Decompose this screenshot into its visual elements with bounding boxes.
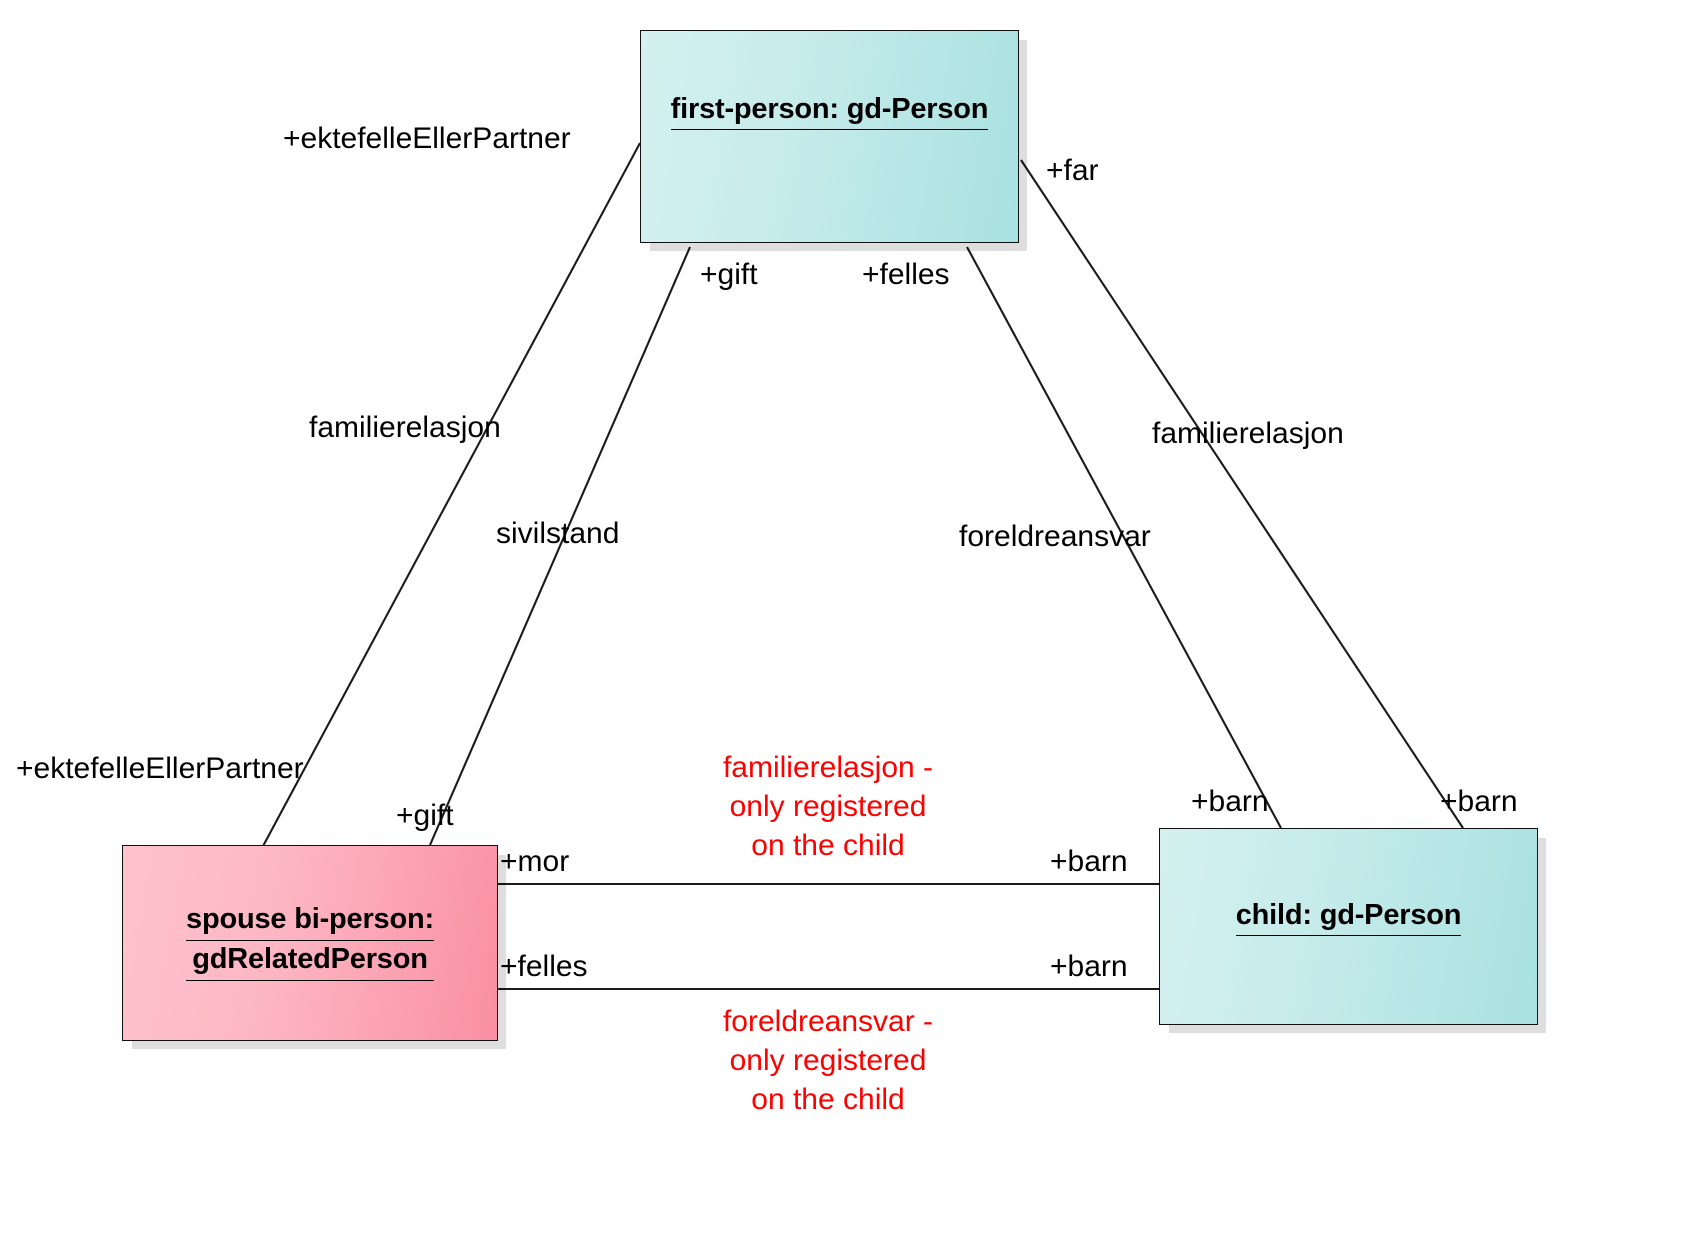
label-felles-top: +felles — [862, 258, 950, 291]
label-foreldreansvar-right: foreldreansvar — [959, 520, 1151, 553]
object-box-first-person-title: first-person: gd-Person — [661, 91, 999, 131]
edge-firstperson-spouse-ektefelle — [261, 142, 641, 849]
label-gift-bottom: +gift — [396, 799, 454, 832]
label-felles-bottom: +felles — [500, 950, 588, 983]
object-box-spouse-bi-person-title: spouse bi-person: gdRelatedPerson — [176, 901, 444, 981]
edge-firstperson-child-familierelasjon — [1020, 159, 1464, 829]
note-line: foreldreansvar - — [722, 1005, 934, 1038]
object-box-child-title: child: gd-Person — [1226, 897, 1472, 937]
label-barn-mid-upper: +barn — [1050, 845, 1128, 878]
label-ektefelle-eller-partner-top: +ektefelleEllerPartner — [283, 122, 571, 155]
label-barn-inner-right: +barn — [1191, 785, 1269, 818]
edge-firstperson-child-foreldreansvar — [966, 246, 1282, 829]
label-far: +far — [1046, 154, 1099, 187]
note-line: on the child — [751, 1083, 905, 1116]
object-box-child[interactable]: child: gd-Person — [1159, 828, 1538, 1025]
label-familierelasjon-left: familierelasjon — [309, 411, 501, 444]
object-box-first-person[interactable]: first-person: gd-Person — [640, 30, 1019, 243]
edge-firstperson-spouse-gift — [429, 246, 691, 846]
label-barn-mid-lower: +barn — [1050, 950, 1128, 983]
label-ektefelle-eller-partner-bottom: +ektefelleEllerPartner — [16, 752, 304, 785]
note-line: familierelasjon - — [722, 751, 934, 784]
label-gift-top: +gift — [700, 258, 758, 291]
note-line: on the child — [751, 829, 905, 862]
note-foreldreansvar-only-on-child: foreldreansvar - only registered on the … — [686, 1002, 970, 1119]
label-sivilstand: sivilstand — [496, 517, 620, 550]
label-familierelasjon-right: familierelasjon — [1152, 417, 1344, 450]
note-line: only registered — [729, 790, 927, 823]
object-box-spouse-bi-person[interactable]: spouse bi-person: gdRelatedPerson — [122, 845, 498, 1041]
label-mor: +mor — [500, 845, 570, 878]
label-barn-outer-right: +barn — [1440, 785, 1518, 818]
note-familierelasjon-only-on-child: familierelasjon - only registered on the… — [686, 748, 970, 865]
note-line: only registered — [729, 1044, 927, 1077]
